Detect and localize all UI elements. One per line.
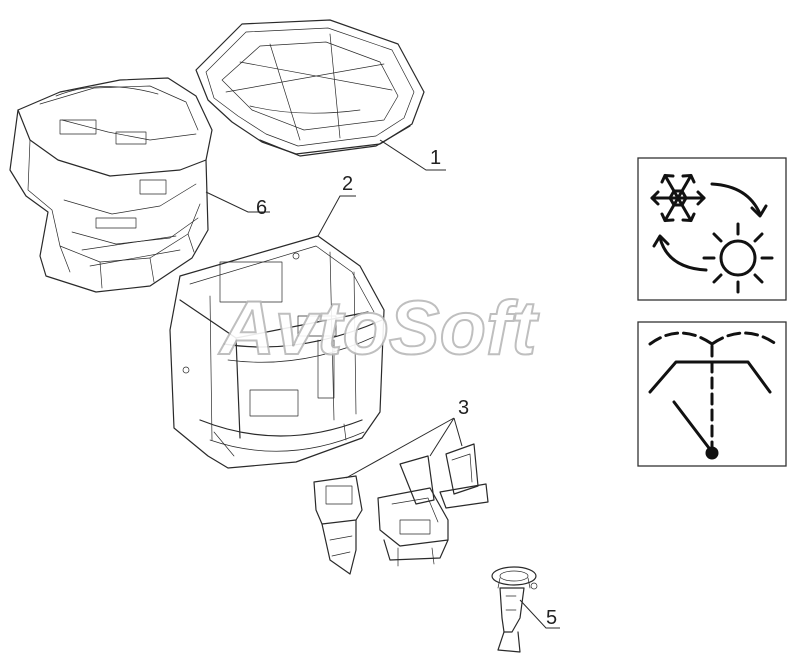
snowflake-sun-cycle-icon xyxy=(650,174,774,294)
callout-number-1: 1 xyxy=(430,147,441,169)
wiper-control-panel xyxy=(637,321,787,467)
callout-number-2: 2 xyxy=(342,173,353,195)
callout-leader-1 xyxy=(379,139,446,171)
callout-leader-6 xyxy=(205,191,270,213)
steering-column xyxy=(491,566,538,653)
avtosoft-watermark: AvtoSoft xyxy=(218,286,539,371)
callout-leader-5 xyxy=(519,599,560,629)
cab-frame xyxy=(169,235,385,469)
climate-control-panel xyxy=(637,157,787,301)
interior-trim-assembly xyxy=(9,77,213,293)
callout-number-6: 6 xyxy=(256,197,267,219)
roof-panel xyxy=(195,19,425,157)
callout-leader-2 xyxy=(317,195,356,237)
callout-number-3: 3 xyxy=(458,397,469,419)
seat-and-console-group xyxy=(313,443,489,575)
windshield-wiper-icon xyxy=(648,331,778,460)
callout-leader-3 xyxy=(345,417,463,479)
callout-number-5: 5 xyxy=(546,607,557,629)
